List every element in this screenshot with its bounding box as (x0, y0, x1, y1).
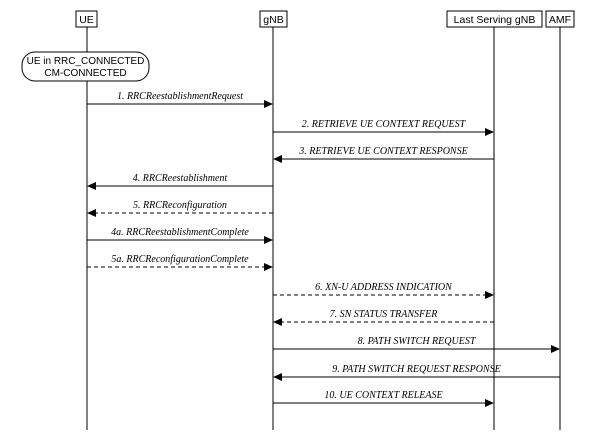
entity-last-serving-gnb-label: Last Serving gNB (454, 14, 536, 26)
entity-gnb: gNB (259, 10, 288, 28)
message-1: 1. RRCReestablishmentRequest (87, 91, 273, 108)
message-label-5: 5. RRCReconfiguration (133, 200, 227, 211)
message-label-2: 2. RETRIEVE UE CONTEXT REQUEST (302, 119, 467, 130)
message-10: 8. PATH SWITCH REQUEST (273, 336, 560, 353)
state-note: UE in RRC_CONNECTED CM-CONNECTED (21, 51, 150, 82)
message-label-6: 4a. RRCReestablishmentComplete (111, 227, 249, 238)
message-11: 9. PATH SWITCH REQUEST RESPONSE (273, 364, 560, 381)
message-list: 1. RRCReestablishmentRequest 2. RETRIEVE … (87, 91, 560, 407)
message-label-12: 10. UE CONTEXT RELEASE (324, 390, 442, 401)
message-label-1: 1. RRCReestablishmentRequest (117, 91, 243, 102)
entity-ue: UE (75, 10, 98, 28)
entity-ue-label: UE (79, 14, 94, 26)
entity-amf-label: AMF (549, 14, 571, 26)
message-8: 6. XN-U ADDRESS INDICATION (273, 282, 494, 299)
message-label-8: 6. XN-U ADDRESS INDICATION (315, 282, 453, 293)
message-2: 2. RETRIEVE UE CONTEXT REQUEST (273, 119, 494, 136)
message-label-7: 5a. RRCReconfigurationComplete (111, 254, 249, 265)
state-note-line1: UE in RRC_CONNECTED (27, 56, 145, 67)
message-7: 5a. RRCReconfigurationComplete (87, 254, 273, 271)
entity-gnb-label: gNB (263, 14, 283, 26)
message-12: 10. UE CONTEXT RELEASE (273, 390, 494, 407)
message-4: 4. RRCReestablishment (87, 173, 273, 190)
state-note-line2: CM-CONNECTED (44, 68, 126, 79)
message-3: 3. RETRIEVE UE CONTEXT RESPONSE (273, 146, 494, 163)
message-label-10: 8. PATH SWITCH REQUEST (358, 336, 477, 347)
message-6: 4a. RRCReestablishmentComplete (87, 227, 273, 244)
message-label-11: 9. PATH SWITCH REQUEST RESPONSE (332, 364, 500, 375)
message-5: 5. RRCReconfiguration (87, 200, 273, 217)
entity-amf: AMF (545, 10, 575, 28)
message-label-3: 3. RETRIEVE UE CONTEXT RESPONSE (298, 146, 467, 157)
message-label-9: 7. SN STATUS TRANSFER (330, 309, 438, 320)
entity-last-serving-gnb: Last Serving gNB (446, 10, 543, 28)
message-9: 7. SN STATUS TRANSFER (273, 309, 494, 326)
message-label-4: 4. RRCReestablishment (133, 173, 228, 184)
